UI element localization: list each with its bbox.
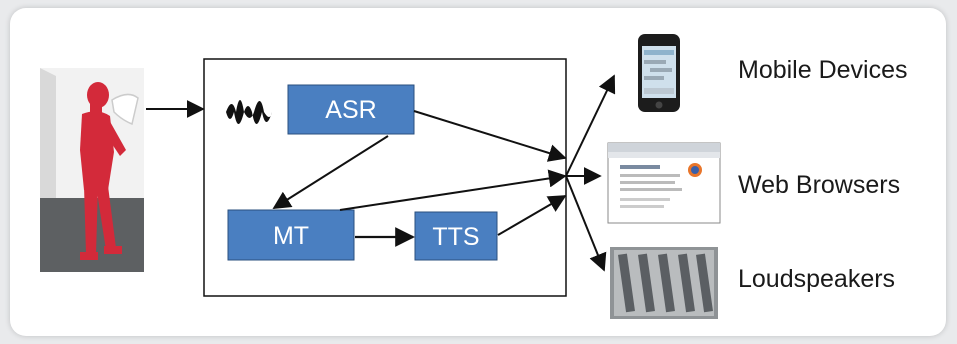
mobile-devices-label: Mobile Devices bbox=[738, 56, 908, 84]
person-figure bbox=[80, 82, 126, 260]
web-browser-icon bbox=[607, 142, 721, 224]
waveform-icon bbox=[226, 100, 272, 124]
speaker-illustration bbox=[40, 68, 144, 272]
mt-module: MT bbox=[227, 209, 355, 261]
mobile-phone-icon bbox=[638, 34, 680, 112]
hub-to-loudspeaker-arrow bbox=[565, 175, 607, 272]
asr-module: ASR bbox=[287, 84, 415, 135]
asr-to-mt-arrow bbox=[272, 135, 389, 209]
mt-label: MT bbox=[273, 222, 309, 250]
room-wall bbox=[40, 68, 56, 210]
loudspeakers-label: Loudspeakers bbox=[738, 265, 895, 293]
diagram-card bbox=[10, 8, 946, 336]
hub-to-mobile-arrow bbox=[565, 74, 616, 177]
mt-to-hub-arrow bbox=[339, 169, 567, 211]
asr-label: ASR bbox=[325, 96, 376, 124]
tts-label: TTS bbox=[432, 223, 479, 251]
web-browsers-label: Web Browsers bbox=[738, 171, 900, 199]
asr-to-hub-arrow bbox=[413, 110, 567, 162]
tts-module: TTS bbox=[414, 211, 498, 261]
loudspeaker-icon bbox=[610, 247, 718, 319]
speech-icon bbox=[111, 93, 139, 126]
tts-to-hub-arrow bbox=[497, 195, 567, 236]
